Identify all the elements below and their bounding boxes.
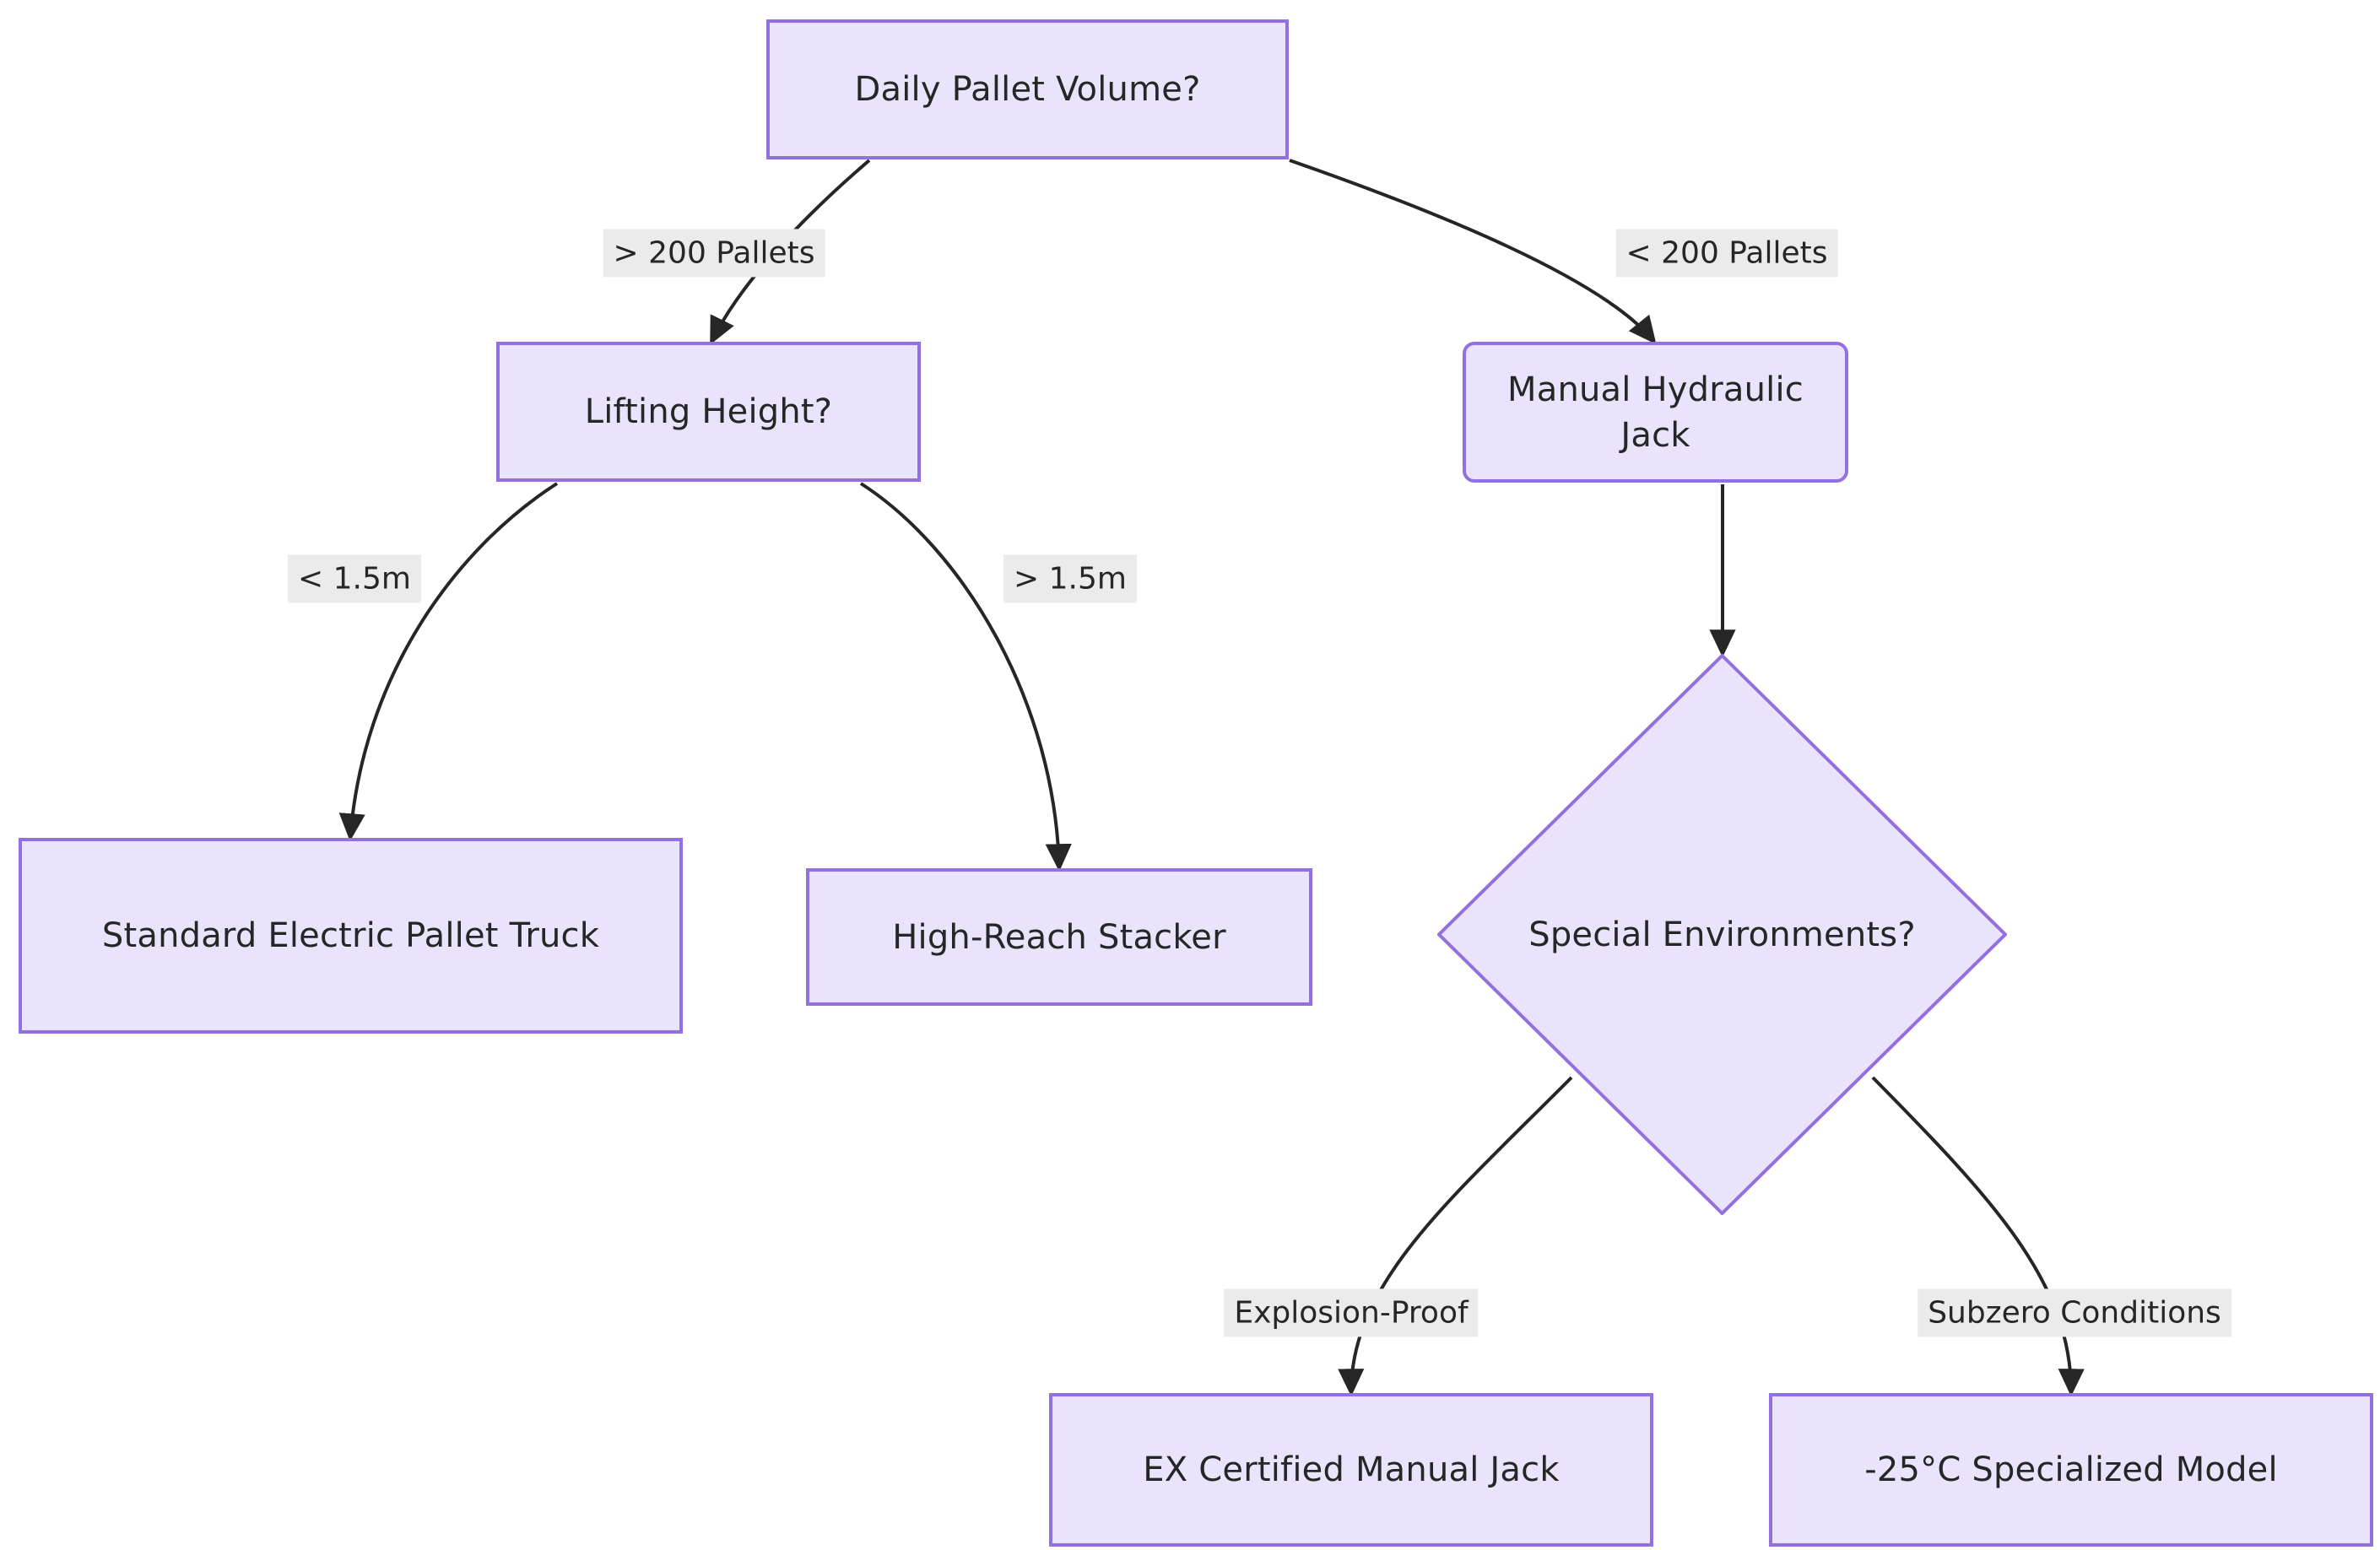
edge-label: < 200 Pallets [1615, 229, 1838, 278]
node-subzero-specialized-model[interactable]: -25°C Specialized Model [1769, 1393, 2373, 1547]
node-lifting-height[interactable]: Lifting Height? [496, 342, 921, 482]
node-label: Manual Hydraulic Jack [1507, 370, 1804, 455]
edge-label: Explosion-Proof [1224, 1288, 1479, 1337]
node-daily-pallet-volume[interactable]: Daily Pallet Volume? [766, 19, 1289, 159]
node-label: -25°C Specialized Model [1864, 1450, 2278, 1489]
edge-label: > 200 Pallets [603, 229, 825, 278]
diamond-shape [1437, 654, 2007, 1215]
node-label: Daily Pallet Volume? [854, 70, 1201, 109]
node-high-reach-stacker[interactable]: High-Reach Stacker [806, 868, 1312, 1006]
edge-label: > 1.5m [1003, 554, 1137, 603]
node-manual-hydraulic-jack[interactable]: Manual Hydraulic Jack [1463, 342, 1848, 483]
flow-edge [859, 482, 1072, 872]
flow-edge [338, 482, 559, 841]
edge-label: < 1.5m [288, 554, 421, 603]
node-standard-electric-pallet-truck[interactable]: Standard Electric Pallet Truck [19, 838, 683, 1034]
decision-node-special-environments[interactable]: Special Environments? [1437, 654, 2007, 1215]
node-label: Lifting Height? [584, 392, 833, 431]
node-label: Special Environments? [1528, 915, 1916, 954]
node-ex-certified-manual-jack[interactable]: EX Certified Manual Jack [1049, 1393, 1653, 1547]
edge-label: Subzero Conditions [1918, 1288, 2231, 1337]
node-label: High-Reach Stacker [892, 917, 1226, 957]
node-label: Standard Electric Pallet Truck [101, 916, 600, 955]
node-label: EX Certified Manual Jack [1143, 1450, 1560, 1489]
flow-edge [1289, 159, 1657, 345]
